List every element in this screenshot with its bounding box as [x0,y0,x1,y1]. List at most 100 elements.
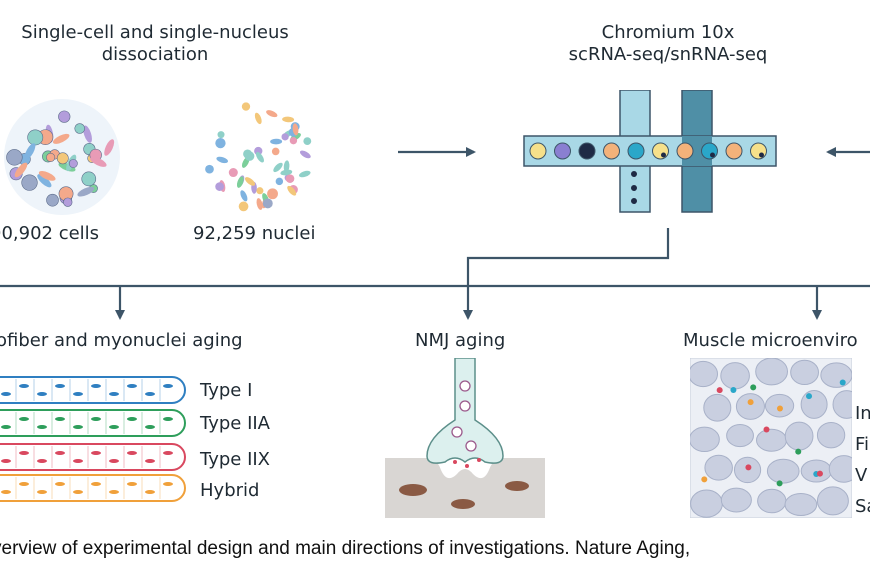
myonucleus-mark [73,490,83,494]
interstitial-cell-mark [839,379,846,386]
interstitial-cell-mark [776,405,783,412]
interstitial-cell-mark [763,426,770,433]
figure-caption: verview of experimental design and main … [0,538,691,559]
myonucleus-mark [109,459,119,463]
myonucleus-mark [127,451,137,455]
nucleus-mark [282,116,295,123]
interstitial-cell-mark [716,387,723,394]
nucleus-mark [289,137,298,145]
nucleus-mark [280,169,293,176]
nucleus-mark [281,133,289,141]
nucleus-mark [205,164,214,174]
myofiber-section [828,455,852,483]
myofiber-section [790,359,819,386]
myonucleus-mark [19,417,29,421]
platform-heading: Chromium 10x scRNA-seq/snRNA-seq [538,22,798,66]
nucleus-mark [216,156,228,164]
nucleus-mark [285,174,295,183]
cell-mark [46,152,56,162]
cell-mark [63,197,73,207]
cells-count: 90,902 cells [0,223,100,244]
myofiber-section [820,362,852,388]
cell-mark [46,193,59,207]
myonucleus-mark [109,490,119,494]
myonucleus-mark [145,459,155,463]
cell-cluster-icon [4,99,120,215]
myonucleus-mark [55,451,65,455]
droplet-mark [627,142,645,160]
nucleus-mark [273,162,283,173]
interstitial-cell-mark [745,464,752,471]
cell-mark [21,174,38,191]
nucleus-mark [217,131,225,139]
interstitial-cell-mark [730,386,737,393]
microfluidic-chip-icon [523,90,777,213]
nucleus-mark [215,182,224,191]
myofiber-section [816,486,849,516]
nmj-icon [385,358,545,518]
fiber-type-label-iia: Type IIA [200,413,270,434]
nmj-heading: NMJ aging [415,330,506,351]
myofiber-heading: ofiber and myonuclei aging [0,330,243,351]
myonucleus-mark [55,482,65,486]
droplet-mark [701,142,718,160]
interstitial-cell-mark [816,470,823,477]
cell-mark [68,159,78,168]
fiber-type-label-i: Type I [200,380,253,401]
nucleus-mark [287,185,297,196]
droplet-bead-mark [710,152,715,158]
myonucleus-mark [91,451,101,455]
cell-mark [14,162,28,178]
myonucleus-mark [1,392,11,396]
myonucleus-mark [127,417,137,421]
myofiber-section [720,487,752,513]
chip-output-line [466,228,670,286]
myonucleus-mark [127,482,137,486]
myonucleus-mark [73,392,83,396]
droplet-mark [652,142,669,160]
nucleus-mark [283,160,290,173]
myonucleus-mark [37,392,47,396]
nucleus-mark [262,198,273,209]
myonucleus-mark [163,451,173,455]
interstitial-cell-mark [776,480,783,487]
nucleus-mark [298,170,311,178]
dissociation-heading: Single-cell and single-nucleus dissociat… [0,22,310,66]
droplet-mark [750,142,767,160]
droplet-mark [578,142,596,160]
myonucleus-mark [19,482,29,486]
cell-mark [104,139,115,156]
myonucleus-mark [109,425,119,429]
myonucleus-mark [109,392,119,396]
dissociation-heading-line1: Single-cell and single-nucleus [21,22,289,43]
microenv-label-3: V [855,465,868,486]
cell-mark [58,110,71,123]
nucleus-mark [255,152,264,163]
myonucleus-mark [19,451,29,455]
myonucleus-mark [91,482,101,486]
interstitial-cell-mark [701,476,708,483]
myofiber-section [800,459,832,483]
nucleus-mark [266,110,278,118]
dissociation-heading-line2: dissociation [101,44,209,65]
nucleus-mark [270,138,283,145]
droplet-mark [603,142,620,160]
myonucleus-mark [127,384,137,388]
droplet-mark [529,142,547,160]
myonucleus-mark [145,490,155,494]
interstitial-cell-mark [750,384,757,391]
myonucleus-mark [37,459,47,463]
interstitial-cell-mark [795,448,802,455]
nucleus-mark [243,149,253,159]
myonucleus-mark [1,425,11,429]
nucleus-mark [236,176,244,188]
cell-mark [6,149,23,166]
myofiber-section [720,362,750,390]
myonucleus-mark [19,384,29,388]
muscle-fiber-icon [0,376,186,502]
myonucleus-mark [37,425,47,429]
droplet-mark [554,142,571,160]
myonucleus-mark [145,392,155,396]
myonucleus-mark [55,384,65,388]
